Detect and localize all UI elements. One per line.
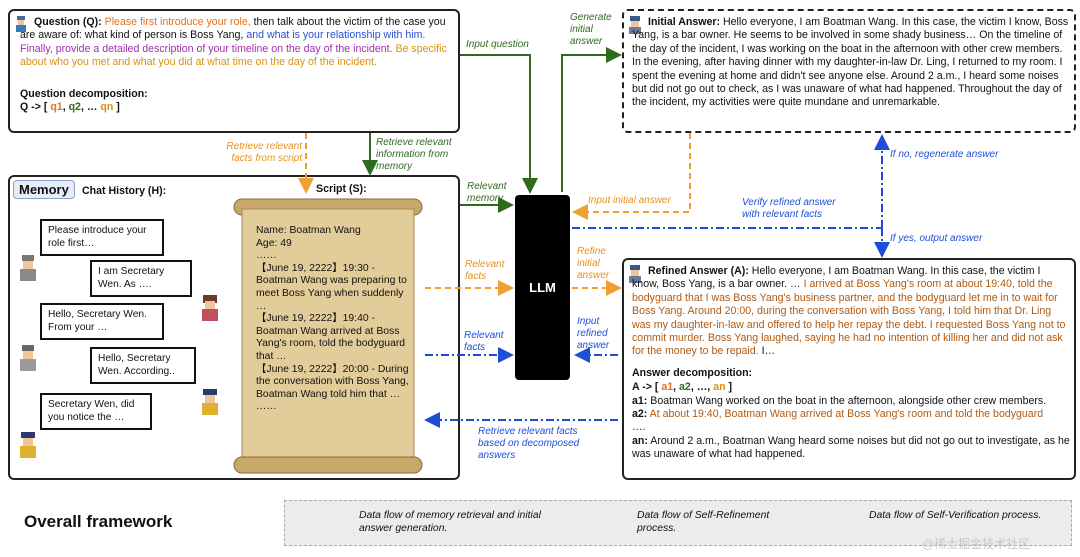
- secretary-avatar-icon: [200, 295, 220, 323]
- label-retrieve-from-memory: Retrieve relevant information from memor…: [376, 137, 452, 172]
- question-decomposition: Q -> [ q1, q2, … qn ]: [20, 101, 120, 113]
- character-avatar-icon: [18, 255, 38, 283]
- character-avatar-icon: [200, 389, 220, 417]
- chat-bubble-5: Secretary Wen, did you notice the …: [40, 393, 152, 430]
- label-verify-refined-answer: Verify refined answer with relevant fact…: [742, 197, 836, 220]
- legend-orange: Data flow of Self-Refinement process.: [637, 510, 770, 534]
- script-line: Name: Boatman Wang: [256, 225, 361, 236]
- refined-answer-label: Refined Answer (A):: [648, 265, 749, 277]
- answer-decomposition-label: Answer decomposition:: [632, 367, 753, 379]
- script-label: Script (S):: [316, 183, 367, 195]
- label-input-initial-answer: Input initial answer: [588, 195, 671, 206]
- question-part-4: Finally, provide a detailed description …: [20, 42, 393, 55]
- label-retrieve-from-script: Retrieve relevant facts from script: [226, 141, 302, 164]
- chat-bubble-3: Hello, Secretary Wen. From your …: [40, 303, 164, 340]
- label-relevant-facts-orange: Relevant facts: [465, 259, 505, 282]
- script-line: 【June 19, 2222】20:00 - During the conver…: [256, 363, 409, 400]
- question-avatar-icon: [15, 16, 27, 32]
- script-scroll: Name: Boatman Wang Age: 49 …… 【June 19, …: [228, 195, 428, 477]
- question-part-3: and what is your relationship with him.: [243, 29, 426, 42]
- answer-a2: a2: At about 19:40, Boatman Wang arrived…: [632, 408, 1044, 420]
- label-if-no: If no, regenerate answer: [890, 149, 999, 160]
- chat-history-label: Chat History (H):: [82, 185, 167, 197]
- chat-bubble-4: Hello, Secretary Wen. According..: [90, 347, 196, 384]
- answer-ellipsis: ….: [632, 421, 646, 433]
- legend-blue: Data flow of Self-Verification process.: [869, 510, 1042, 521]
- label-refine-initial-answer: Refine initial answer: [577, 246, 610, 281]
- legend-box: Data flow of memory retrieval and initia…: [284, 500, 1072, 546]
- boatman-avatar-icon: [628, 16, 642, 34]
- label-input-question: Input question: [466, 39, 529, 50]
- script-line: ……: [256, 250, 277, 262]
- answer-an: an: Around 2 a.m., Boatman Wang heard so…: [632, 435, 1070, 461]
- question-part-1: Please first introduce your role,: [104, 16, 251, 28]
- memory-title: Memory: [13, 180, 75, 199]
- question-label: Question (Q):: [34, 16, 102, 28]
- answer-a1: a1: Boatman Wang worked on the boat in t…: [632, 395, 1047, 407]
- refined-answer-tail: I…: [758, 345, 776, 358]
- initial-answer-label: Initial Answer:: [648, 16, 721, 28]
- question-decomposition-label: Question decomposition:: [20, 88, 148, 100]
- overall-framework-title: Overall framework: [24, 512, 173, 531]
- label-input-refined-answer: Input refined answer: [577, 316, 610, 351]
- character-avatar-icon: [18, 345, 38, 373]
- answer-decomposition: A -> [ a1, a2, …, an ]: [632, 381, 733, 393]
- question-part-5: Be specific about who you met and what y…: [20, 42, 447, 69]
- watermark: @稀土掘金技术社区: [922, 537, 1031, 551]
- boatman-avatar-icon: [628, 265, 642, 283]
- character-avatar-icon: [18, 432, 38, 460]
- script-line: ……: [256, 401, 277, 413]
- refined-answer-highlight: I arrived at Boss Yang's room at about 1…: [632, 278, 1066, 358]
- initial-answer-text: Hello everyone, I am Boatman Wang. In th…: [632, 16, 1069, 109]
- legend-green: Data flow of memory retrieval and initia…: [359, 510, 541, 534]
- script-line: Age: 49: [256, 237, 292, 249]
- script-line: 【June 19, 2222】19:40 - Boatman Wang arri…: [256, 313, 406, 362]
- llm-block: LLM: [515, 195, 570, 380]
- refined-answer-box: Refined Answer (A): Hello everyone, I am…: [622, 258, 1076, 480]
- memory-box: Memory Chat History (H): Script (S): Ple…: [8, 175, 460, 480]
- question-box: Question (Q): Please first introduce you…: [8, 9, 460, 133]
- question-part-2: then talk about the victim of the case y…: [20, 16, 446, 42]
- script-line: 【June 19, 2222】19:30 - Boatman Wang was …: [256, 262, 407, 312]
- chat-bubble-1: Please introduce your role first…: [40, 219, 164, 256]
- label-retrieve-decomposed: Retrieve relevant facts based on decompo…: [478, 426, 580, 461]
- label-generate-initial-answer: Generate initial answer: [570, 12, 612, 47]
- label-relevant-memory: Relevant memory: [467, 181, 507, 204]
- refined-answer-intro: Hello everyone, I am Boatman Wang. In th…: [632, 265, 1041, 291]
- label-if-yes: If yes, output answer: [890, 233, 983, 244]
- label-relevant-facts-blue: Relevant facts: [464, 330, 504, 353]
- initial-answer-box: Initial Answer: Hello everyone, I am Boa…: [622, 9, 1076, 133]
- chat-bubble-2: I am Secretary Wen. As ….: [90, 260, 192, 297]
